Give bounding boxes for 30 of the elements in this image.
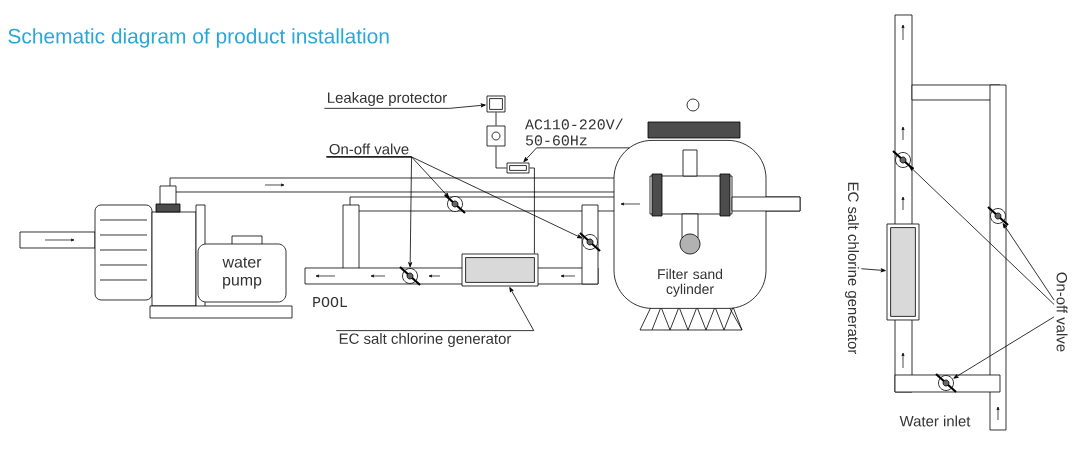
valve	[987, 206, 1009, 226]
power-plug	[506, 162, 530, 174]
chlorine-generator	[886, 223, 920, 321]
leader-line	[326, 156, 583, 239]
leader-line	[523, 147, 630, 163]
leader-line	[860, 268, 886, 273]
leader-line	[1002, 223, 1055, 301]
callout-text: EC salt chlorine generator	[339, 333, 512, 347]
leader-line	[953, 316, 1055, 379]
valve	[399, 266, 421, 286]
callout-text: On-off valve	[329, 143, 409, 155]
pool-label: POOL	[313, 296, 347, 308]
valve	[892, 150, 914, 170]
callout-text: Leakage protector	[328, 92, 447, 106]
valve	[935, 373, 957, 393]
leader-line	[323, 103, 486, 109]
title: Schematic diagram of product installation	[8, 28, 389, 48]
leader-line	[335, 287, 535, 331]
power-cord	[495, 146, 507, 169]
inlet-label: Water inlet	[899, 415, 971, 427]
leakage-protector-icon	[486, 95, 506, 113]
chlorine-generator	[461, 253, 539, 287]
power-socket	[486, 125, 506, 147]
callout-text: EC salt chlorine generator	[845, 182, 859, 355]
leader-line	[909, 165, 1055, 305]
valve	[444, 194, 466, 214]
valve	[579, 232, 601, 252]
power-cord	[495, 112, 497, 126]
power-cord	[529, 167, 535, 254]
callout-text: On-off valve	[1056, 272, 1068, 352]
